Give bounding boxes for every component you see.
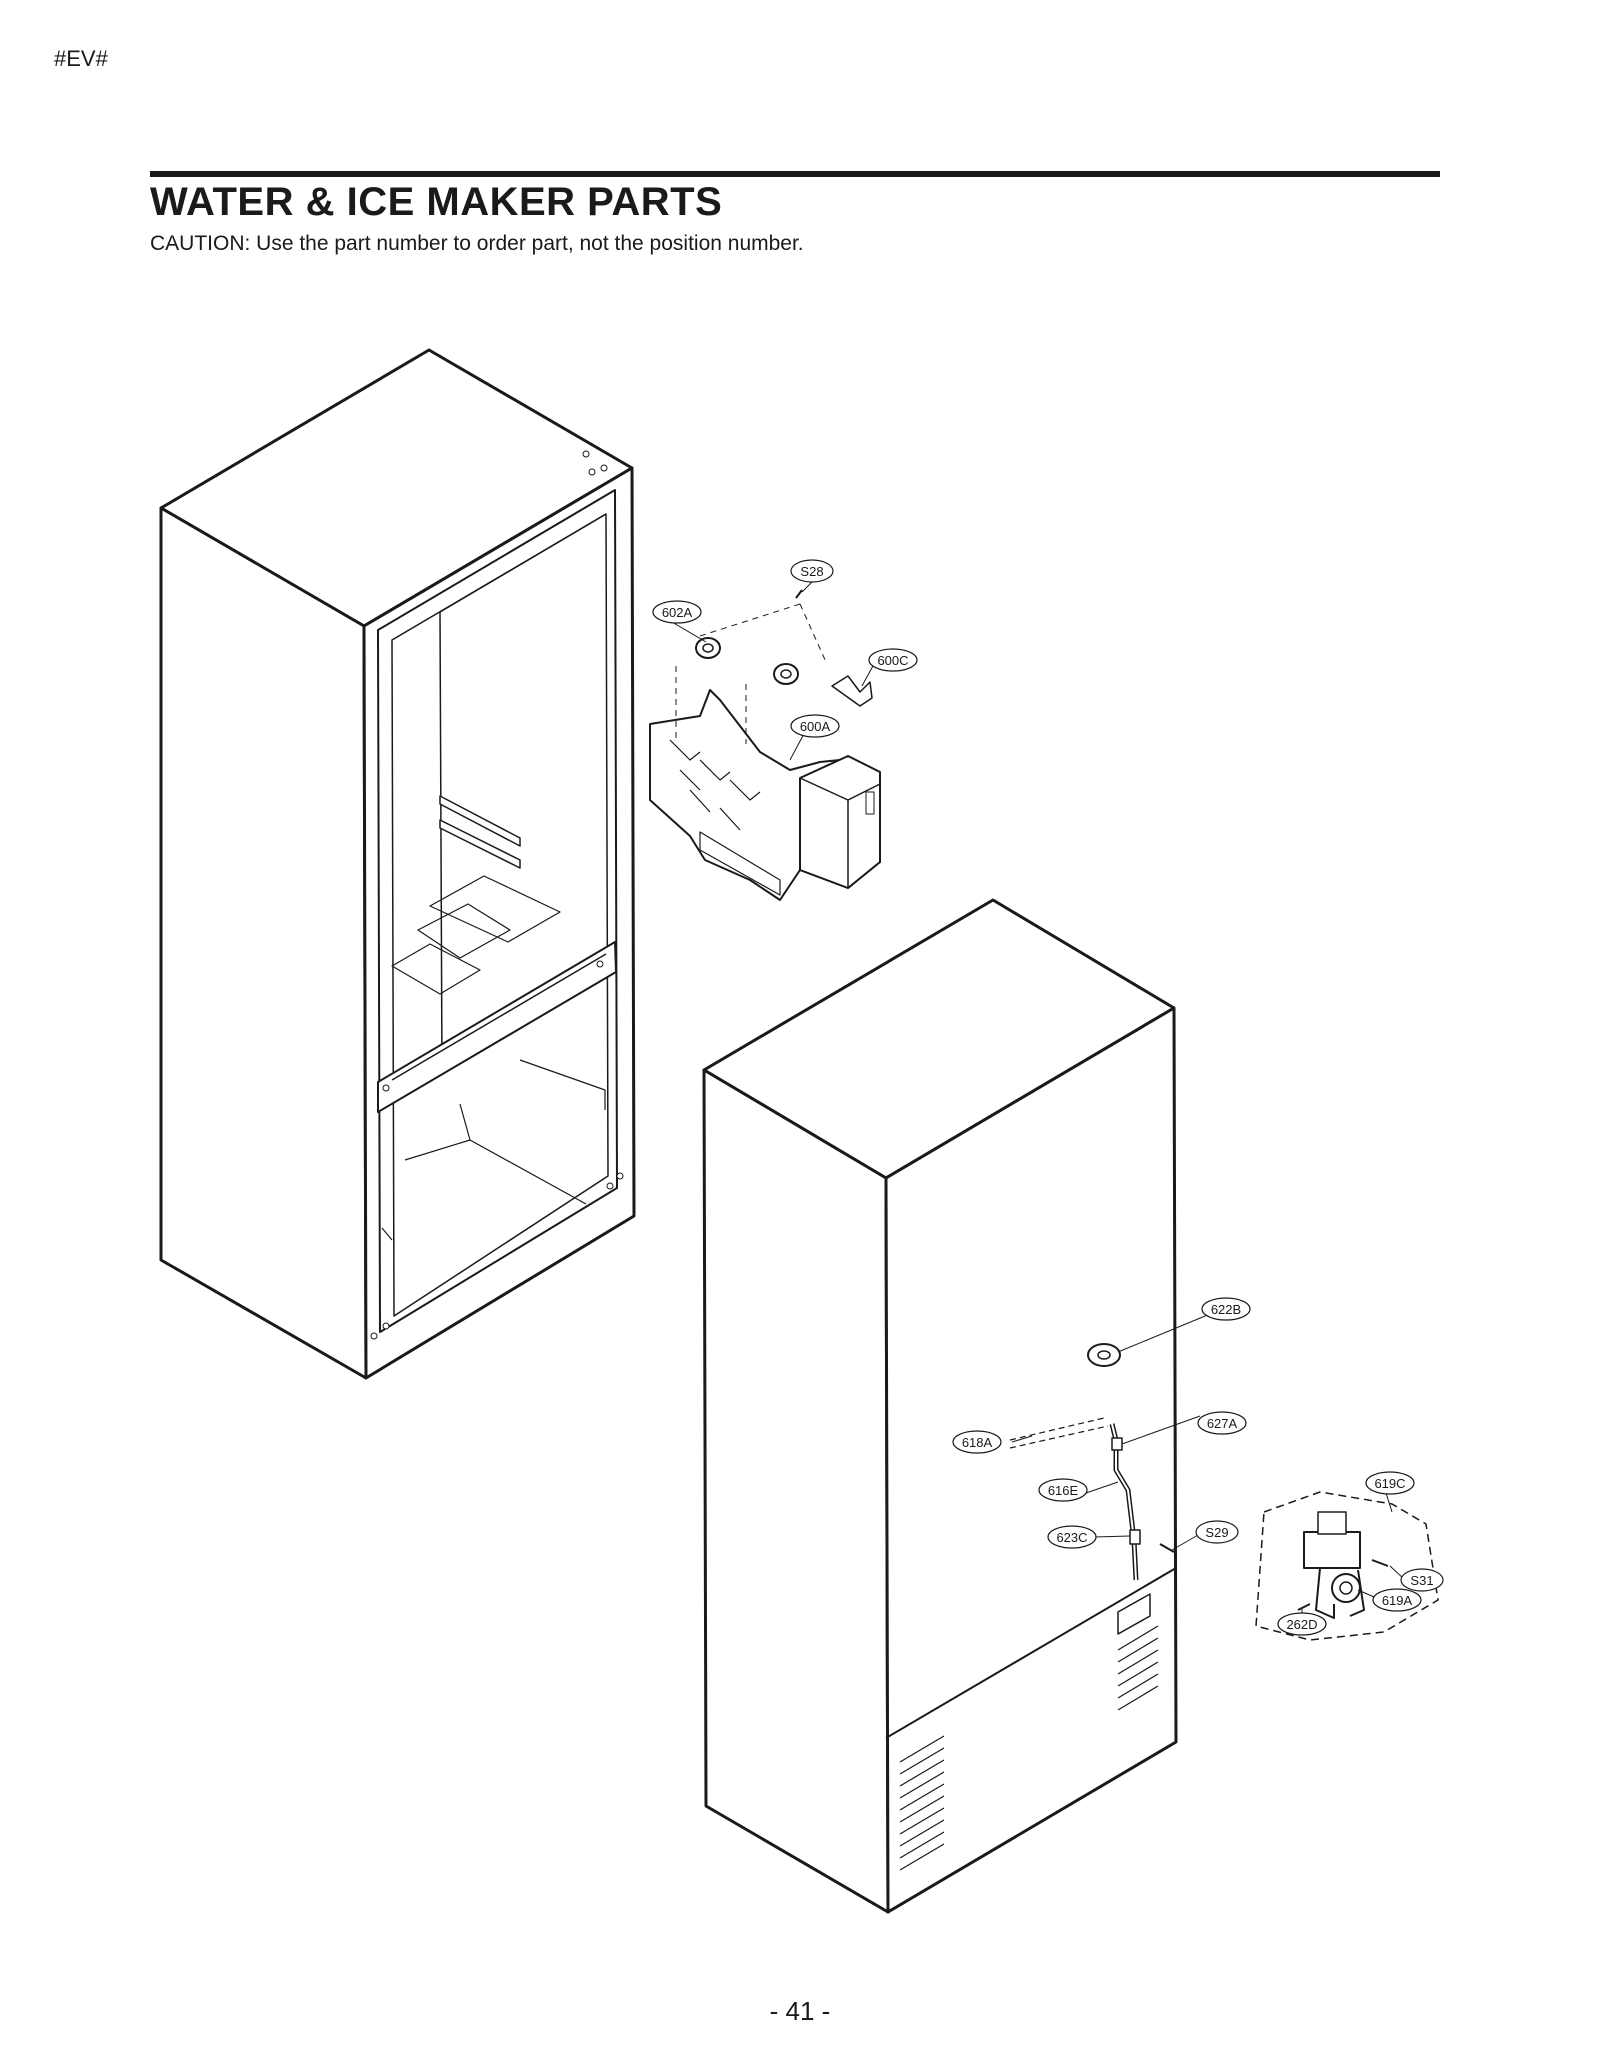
callout-616e: 616E [1038, 1478, 1088, 1502]
callout-s31-label: S31 [1410, 1573, 1433, 1588]
callout-623c-label: 623C [1056, 1530, 1087, 1545]
callout-616e-label: 616E [1048, 1483, 1079, 1498]
callout-622b-label: 622B [1211, 1302, 1241, 1317]
title-rule [150, 171, 1440, 177]
callout-s29-label: S29 [1205, 1525, 1228, 1540]
refrigerator-cabinet-front [159, 348, 636, 1380]
callout-618a-label: 618A [962, 1435, 993, 1450]
ice-maker-assembly [649, 589, 881, 901]
callout-600a-label: 600A [800, 719, 831, 734]
callout-s28-label: S28 [800, 564, 823, 579]
callout-600c-label: 600C [877, 653, 908, 668]
water-valve-assembly [1255, 1491, 1439, 1641]
callout-627a-label: 627A [1207, 1416, 1238, 1431]
page-title: WATER & ICE MAKER PARTS [150, 180, 723, 224]
callout-s28: S28 [790, 559, 834, 583]
callout-600a: 600A [790, 714, 840, 738]
refrigerator-cabinet-rear [702, 898, 1178, 1914]
callout-619c-label: 619C [1374, 1476, 1405, 1491]
callout-619a-label: 619A [1382, 1593, 1413, 1608]
callout-262d-label: 262D [1286, 1617, 1317, 1632]
callout-602a: 602A [652, 600, 702, 624]
callout-627a: 627A [1197, 1411, 1247, 1435]
callout-262d: 262D [1277, 1612, 1327, 1636]
callout-622b: 622B [1201, 1297, 1251, 1321]
page-code: #EV# [54, 46, 108, 71]
page-number: - 41 - [769, 1996, 831, 2026]
caution-note: CAUTION: Use the part number to order pa… [150, 232, 804, 255]
callout-619a: 619A [1372, 1588, 1422, 1612]
callout-leaders [671, 581, 1405, 1613]
callout-s31: S31 [1400, 1568, 1444, 1592]
callout-600c: 600C [868, 648, 918, 672]
callout-618a: 618A [952, 1430, 1002, 1454]
callout-s29: S29 [1195, 1520, 1239, 1544]
callout-619c: 619C [1365, 1471, 1415, 1495]
callout-602a-label: 602A [662, 605, 693, 620]
callout-623c: 623C [1047, 1525, 1097, 1549]
